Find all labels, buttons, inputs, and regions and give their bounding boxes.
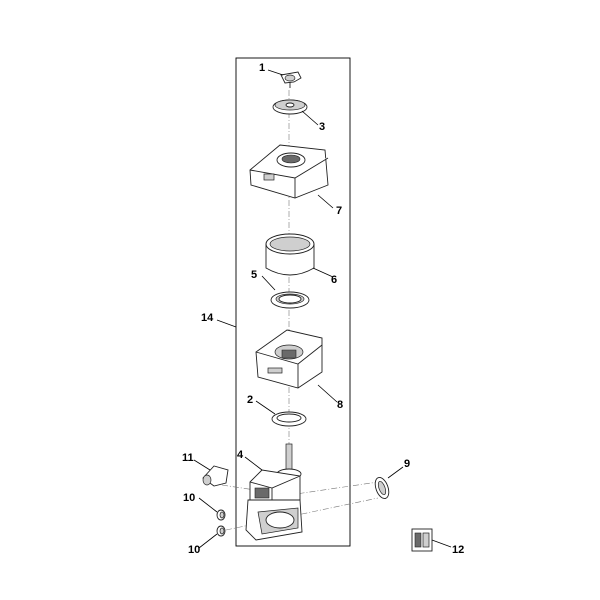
part-11-elbow <box>202 465 229 487</box>
part-7-filter-cover <box>249 144 329 199</box>
part-4-carburetor <box>245 443 303 541</box>
callout-9: 9 <box>404 458 410 470</box>
elbow-axis <box>221 484 256 491</box>
callout-14: 14 <box>201 312 214 324</box>
callout-7: 7 <box>336 205 342 217</box>
callout-8: 8 <box>337 399 343 411</box>
part-8-filter-housing <box>255 329 323 389</box>
part-5-ring <box>270 291 310 309</box>
part-3-washer <box>272 99 308 115</box>
callout-12: 12 <box>452 544 464 556</box>
part-10-plug-lower <box>216 525 226 537</box>
gasket-axis-upper <box>254 481 379 501</box>
part-9-gasket <box>374 477 390 499</box>
callout-1: 1 <box>259 62 265 74</box>
leader-lines <box>193 69 452 549</box>
part-1-wing-nut <box>280 71 302 88</box>
callout-10-upper: 10 <box>183 492 195 504</box>
callout-10-lower: 10 <box>188 544 200 556</box>
part-2-gasket <box>271 411 307 427</box>
callout-3: 3 <box>319 121 325 133</box>
callout-2: 2 <box>247 394 253 406</box>
callout-5: 5 <box>251 269 257 281</box>
assembly-frame <box>235 57 351 547</box>
part-6-filter-element <box>265 233 315 276</box>
callout-11: 11 <box>182 452 194 464</box>
callout-6: 6 <box>331 274 337 286</box>
callout-4: 4 <box>237 449 244 461</box>
part-12-label <box>411 528 433 552</box>
part-10-plug-upper <box>216 509 226 521</box>
